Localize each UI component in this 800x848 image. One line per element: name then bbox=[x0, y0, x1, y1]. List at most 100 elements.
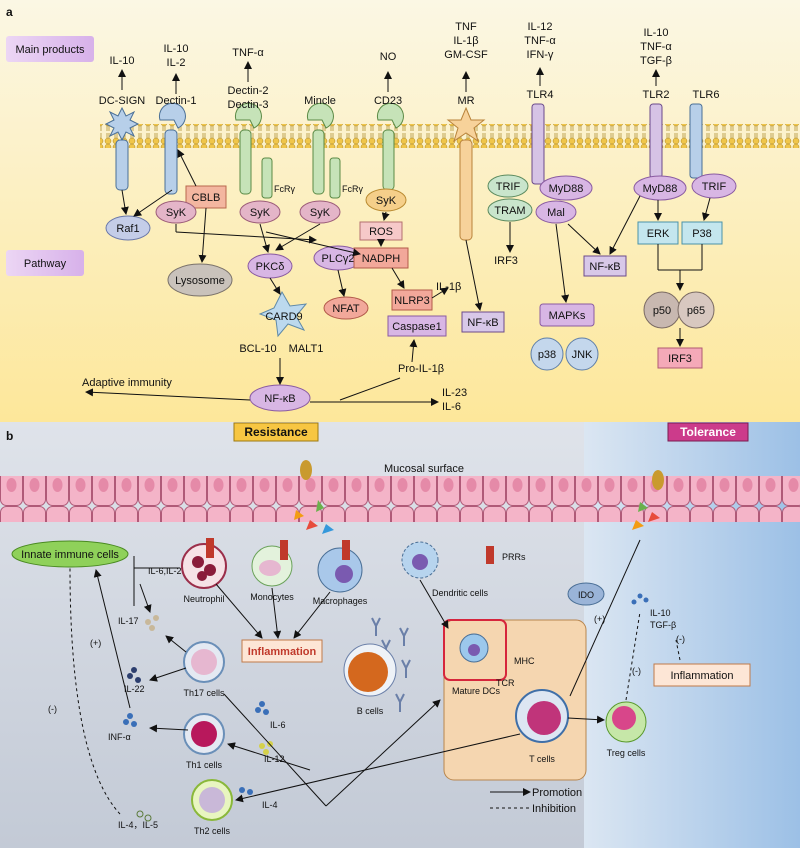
plcg2-label: PLCγ2 bbox=[321, 253, 354, 265]
ido-node bbox=[567, 582, 605, 606]
mucosal-epithelium bbox=[0, 476, 800, 522]
prr-icon bbox=[342, 540, 350, 560]
promotion-legend-label: Promotion bbox=[532, 787, 582, 799]
tlr6-receptor-icon bbox=[689, 103, 703, 179]
tol-il10-label: IL-10 bbox=[650, 608, 671, 618]
malt1-label: MALT1 bbox=[289, 343, 324, 355]
mr-receptor-icon bbox=[446, 106, 486, 143]
mincle-label: Mincle bbox=[304, 95, 336, 107]
jnk-label: JNK bbox=[572, 349, 593, 361]
caspase1-node bbox=[387, 315, 447, 337]
caspase1-label: Caspase1 bbox=[392, 321, 442, 333]
pathway-box bbox=[6, 250, 84, 276]
syk-node-3 bbox=[299, 200, 341, 224]
mr-product-3: GM-CSF bbox=[444, 49, 488, 61]
irf3-label-1: IRF3 bbox=[494, 255, 518, 267]
cd23-label: CD23 bbox=[374, 95, 402, 107]
inf-a-label: INF-α bbox=[108, 732, 131, 742]
lysosome-node bbox=[167, 263, 233, 297]
mucosal-surface-label: Mucosal surface bbox=[384, 463, 464, 475]
panel-b-letter: b bbox=[6, 429, 13, 443]
nlrp3-label: NLRP3 bbox=[394, 295, 429, 307]
tolerance-label: Tolerance bbox=[680, 425, 736, 439]
tlr6-label: TLR6 bbox=[693, 89, 720, 101]
tlr2-product-1: IL-10 bbox=[643, 27, 668, 39]
syk-label-2: SyK bbox=[250, 207, 271, 219]
pro-il1b-label: Pro-IL-1β bbox=[398, 363, 444, 375]
dectin1-label: Dectin-1 bbox=[156, 95, 197, 107]
il23-label: IL-23 bbox=[442, 387, 467, 399]
p65-label: p65 bbox=[687, 305, 705, 317]
prrs-label: PRRs bbox=[502, 552, 526, 562]
nfkb-label-mr: NF-κB bbox=[467, 317, 498, 329]
ido-label: IDO bbox=[578, 590, 594, 600]
prr-legend-icon bbox=[486, 546, 494, 564]
mr-product-2: IL-1β bbox=[453, 35, 478, 47]
dectin23-label-2: Dectin-3 bbox=[228, 99, 269, 111]
adaptive-immunity-label: Adaptive immunity bbox=[82, 377, 172, 389]
mr-product-1: TNF bbox=[455, 21, 477, 33]
tlr4-receptor-icon bbox=[531, 103, 545, 185]
mal-label: Mal bbox=[547, 207, 565, 219]
cblb-label: CBLB bbox=[192, 192, 221, 204]
mr-label: MR bbox=[457, 95, 474, 107]
monocytes-label: Monocytes bbox=[250, 592, 294, 602]
dectin23-stalk bbox=[239, 129, 252, 195]
raf1-label: Raf1 bbox=[116, 223, 139, 235]
inhibition-legend-label: Inhibition bbox=[532, 803, 576, 815]
il1b-label: IL-1β bbox=[436, 281, 461, 293]
cell-membrane bbox=[100, 124, 800, 148]
th1-label: Th1 cells bbox=[186, 760, 223, 770]
il6-label-a: IL-6 bbox=[442, 401, 461, 413]
tol-minus-label-2: (-) bbox=[632, 666, 641, 676]
tram-label: TRAM bbox=[494, 205, 525, 217]
pathway-arrows bbox=[85, 149, 711, 406]
th17-label: Th17 cells bbox=[183, 688, 225, 698]
nfkb-node-main bbox=[249, 384, 311, 412]
macrophages-label: Macrophages bbox=[313, 596, 368, 606]
p65-node bbox=[677, 291, 715, 329]
il6-il23-label: IL-6,IL-23 bbox=[148, 566, 187, 576]
cd23-product: NO bbox=[380, 51, 397, 63]
main-products-box bbox=[6, 36, 94, 62]
inflammation-label-2: Inflammation bbox=[671, 670, 734, 682]
nfat-label: NFAT bbox=[332, 303, 360, 315]
prr-icon bbox=[206, 538, 214, 558]
th2-label: Th2 cells bbox=[194, 826, 231, 836]
dectin23-product: TNF-α bbox=[232, 47, 264, 59]
dc-sign-receptor-icon bbox=[104, 106, 140, 142]
t-cells-label: T cells bbox=[529, 754, 555, 764]
nadph-node bbox=[353, 247, 409, 269]
card9-icon bbox=[258, 290, 308, 338]
p50-label: p50 bbox=[653, 305, 671, 317]
il22-label: IL-22 bbox=[124, 684, 145, 694]
nadph-label: NADPH bbox=[362, 253, 401, 265]
mhc-label: MHC bbox=[514, 656, 535, 666]
syk-node-1 bbox=[155, 200, 197, 224]
microbe-icon bbox=[300, 460, 312, 480]
tcr-label: TCR bbox=[496, 678, 515, 688]
irf3-label-2: IRF3 bbox=[668, 353, 692, 365]
tlr4-product-3: IFN-γ bbox=[527, 49, 554, 61]
dectin23-fcrg-stalk bbox=[261, 157, 273, 199]
tlr4-product-1: IL-12 bbox=[527, 21, 552, 33]
p38b-label: P38 bbox=[692, 228, 712, 240]
p38-label: p38 bbox=[538, 349, 556, 361]
mr-stalk bbox=[459, 139, 473, 241]
dectin23-label-1: Dectin-2 bbox=[228, 85, 269, 97]
fcrg-label-1: FcRγ bbox=[274, 184, 295, 194]
mature-dc-highlight bbox=[443, 619, 507, 681]
bcl10-label: BCL-10 bbox=[239, 343, 276, 355]
main-products-label: Main products bbox=[15, 44, 85, 56]
cytokine-dots bbox=[123, 593, 649, 822]
minus-label: (-) bbox=[48, 704, 57, 714]
mincle-receptor-icon bbox=[306, 102, 334, 129]
mincle-fcrg-stalk bbox=[329, 157, 341, 199]
nfkb-node-mr bbox=[461, 311, 505, 333]
myd88-label-1: MyD88 bbox=[549, 183, 584, 195]
irf3-node-2 bbox=[657, 347, 703, 369]
mapks-label: MAPKs bbox=[549, 310, 586, 322]
erk-label: ERK bbox=[647, 228, 670, 240]
